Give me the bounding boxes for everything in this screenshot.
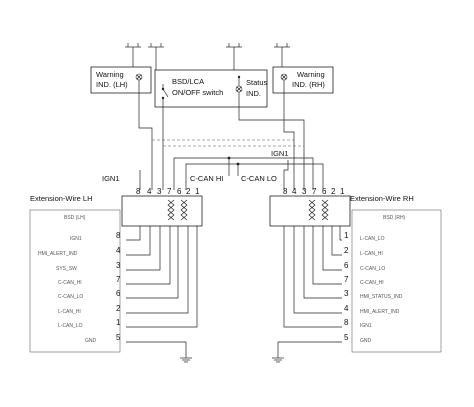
ecu-lh-title: BSD (LH) [64,215,86,221]
ground-icon-left [180,352,192,363]
lh-signal: L-CAN_HI [58,309,81,315]
rh-row: 7 C-CAN_HI [312,226,384,286]
lh-pin: 7 [116,275,121,284]
lh-row: L-CAN_LO 1 [58,226,198,329]
connector-lh: 8 4 3 7 6 2 1 Extension-Wire LH [30,187,203,227]
lh-pin: 4 [116,246,121,255]
lh-signal: SYS_SW [56,266,77,272]
warning-rh-line2: IND. (RH) [292,80,325,89]
rh-pin: 3 [344,289,349,298]
rh-signal: C-CAN_LO [360,266,385,272]
lh-row: IGN1 8 [70,226,141,242]
rh-signal: L-CAN_LO [360,236,385,242]
rh-pin-rows: 1 L-CAN_LO 2 L-CAN_HI 6 C-CAN_LO 7 C-CAN… [277,226,403,352]
lh-row: C-CAN_LO 6 [58,226,179,300]
lh-signal: IGN1 [70,236,82,242]
lh-row: L-CAN_HI 2 [58,226,189,315]
lh-pin-rows: IGN1 8 HMI_ALERT_IND 4 SYS_SW 3 C-CAN_HI… [38,226,198,352]
rh-signal: L-CAN_HI [360,251,383,257]
switch-icon [161,84,169,107]
lh-pin: 6 [116,289,121,298]
status-line1: Status [246,78,268,87]
header-pin-r5: 2 [331,187,336,196]
lh-pin: 1 [116,318,121,327]
rh-signal: HMI_ALERT_IND [360,309,400,315]
rh-pin: 6 [344,261,349,270]
ext-wire-rh-label: Extension-Wire RH [350,194,414,203]
lh-pin: 3 [116,261,121,270]
lh-signal: HMI_ALERT_IND [38,251,78,257]
rh-row: 2 L-CAN_HI [331,226,383,257]
warning-indicator-rh: Warning IND. (RH) [272,66,334,94]
lh-signal: C-CAN_HI [58,280,82,286]
switch-line2: ON/OFF switch [172,88,223,97]
power-symbol-4 [274,43,290,70]
lh-signal: GND [85,338,97,344]
header-pin-r1: 4 [292,187,297,196]
ign1-left-label: IGN1 [102,174,120,183]
header-pin-r2: 3 [302,187,307,196]
warning-lh-line1: Warning [96,70,124,79]
ground-icon-right [272,352,284,363]
ecu-rh-title: BSD (RH) [383,215,406,221]
switch-status-module: BSD/LCA ON/OFF switch Status IND. [154,69,268,108]
can-hi-label: C-CAN HI [190,174,223,183]
rh-pin: 4 [344,304,349,313]
lh-row: C-CAN_HI 7 [58,226,171,286]
lh-signal: L-CAN_LO [58,323,83,329]
header-pin-l4: 6 [177,187,182,196]
rh-signal: HMI_STATUS_IND [360,294,403,300]
status-lamp-icon [235,75,243,107]
header-pin-r4: 6 [322,187,327,196]
ecu-rh: BSD (RH) [351,209,442,353]
rh-row: 3 HMI_STATUS_IND [303,226,403,300]
rh-pin: 5 [344,333,349,342]
ecu-lh: BSD (LH) [29,209,121,353]
rh-row: 5 GND [277,333,372,352]
warning-rh-line1: Warning [297,70,325,79]
header-pin-l6: 1 [195,187,200,196]
rh-row: 1 L-CAN_LO [339,226,385,242]
ext-wire-lh-label: Extension-Wire LH [30,194,93,203]
header-pin-l1: 4 [147,187,152,196]
status-line2: IND. [246,89,261,98]
rh-pin: 8 [344,318,349,327]
rh-row: 8 IGN1 [283,226,372,329]
rh-signal: GND [360,338,372,344]
lh-pin: 5 [116,333,121,342]
connector-rh: 8 4 3 7 6 2 1 Extension-Wire RH [269,187,414,227]
header-pin-r6: 1 [340,187,345,196]
header-pin-r3: 7 [312,187,317,196]
header-pin-l3: 7 [167,187,172,196]
lh-pin: 8 [116,231,121,240]
rh-pin: 7 [344,275,349,284]
ign1-right-label: IGN1 [271,149,289,158]
power-supply-symbols [125,43,290,84]
header-pin-l5: 2 [186,187,191,196]
header-pin-r0: 8 [283,187,288,196]
warning-lh-line2: IND. (LH) [96,80,128,89]
switch-line1: BSD/LCA [172,77,204,86]
lh-row: HMI_ALERT_IND 4 [38,226,151,257]
twisted-pair-icon [308,199,329,221]
can-lo-label: C-CAN LO [241,174,277,183]
lh-row: SYS_SW 3 [56,226,161,272]
lh-pin: 2 [116,304,121,313]
header-pin-l2: 3 [157,187,162,196]
warning-indicator-lh: Warning IND. (LH) [90,66,152,94]
rh-signal: IGN1 [360,323,372,329]
lh-signal: C-CAN_LO [58,294,83,300]
rh-row: 6 C-CAN_LO [322,226,385,272]
wiring-bundle: C-CAN HI C-CAN LO IGN1 IGN1 [102,80,324,190]
power-symbol-1 [125,43,141,70]
twisted-pair-icon [167,199,188,221]
rh-pin: 1 [344,231,349,240]
lh-row: GND 5 [85,333,187,352]
rh-pin: 2 [344,246,349,255]
header-pin-l0: 8 [136,187,141,196]
rh-row: 4 HMI_ALERT_IND [293,226,400,315]
rh-signal: C-CAN_HI [360,280,384,286]
